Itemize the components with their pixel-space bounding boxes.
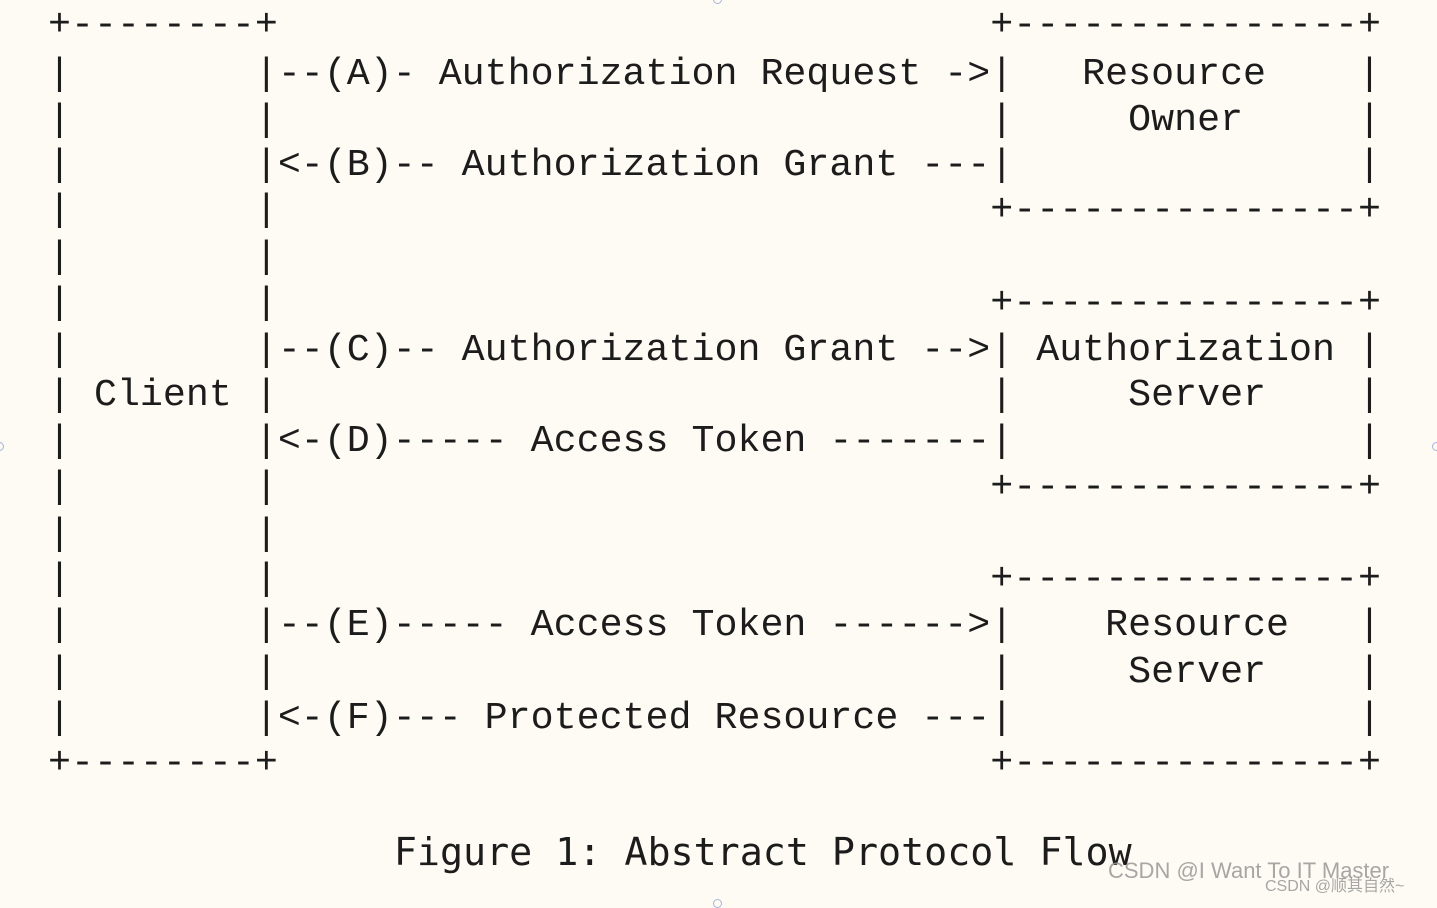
diagram-line: | | | Server | [48, 650, 1381, 694]
figure-caption: Figure 1: Abstract Protocol Flow [48, 830, 1132, 875]
diagram-line: | |<-(F)--- Protected Resource ---| | [48, 696, 1381, 740]
diagram-line: | Client | | Server | [48, 373, 1381, 417]
watermark-secondary: CSDN @顺其自然~ [1265, 878, 1405, 895]
diagram-line: | | +---------------+ [48, 465, 1381, 509]
diagram-line: | |--(C)-- Authorization Grant -->| Auth… [48, 328, 1381, 372]
diagram-line: +--------+ +---------------+ [48, 3, 1381, 47]
diagram-line: | | +---------------+ [48, 557, 1381, 601]
diagram-line: | |<-(D)----- Access Token -------| | [48, 419, 1381, 463]
watermark-primary: CSDN @I Want To IT Master [1108, 858, 1390, 883]
diagram-line: | | +---------------+ [48, 281, 1381, 325]
diagram-line: | |<-(B)-- Authorization Grant ---| | [48, 143, 1381, 187]
diagram-line: | |--(E)----- Access Token ------>| Reso… [48, 603, 1381, 647]
diagram-line: +--------+ +---------------+ [48, 741, 1381, 785]
diagram-line: | | [48, 512, 278, 556]
diagram-line: | |--(A)- Authorization Request ->| Reso… [48, 52, 1381, 96]
diagram-line: | | +---------------+ [48, 188, 1381, 232]
diagram-line: | | | Owner | [48, 98, 1381, 142]
diagram-line: | | [48, 235, 278, 279]
resize-handle-right[interactable] [1432, 442, 1437, 451]
